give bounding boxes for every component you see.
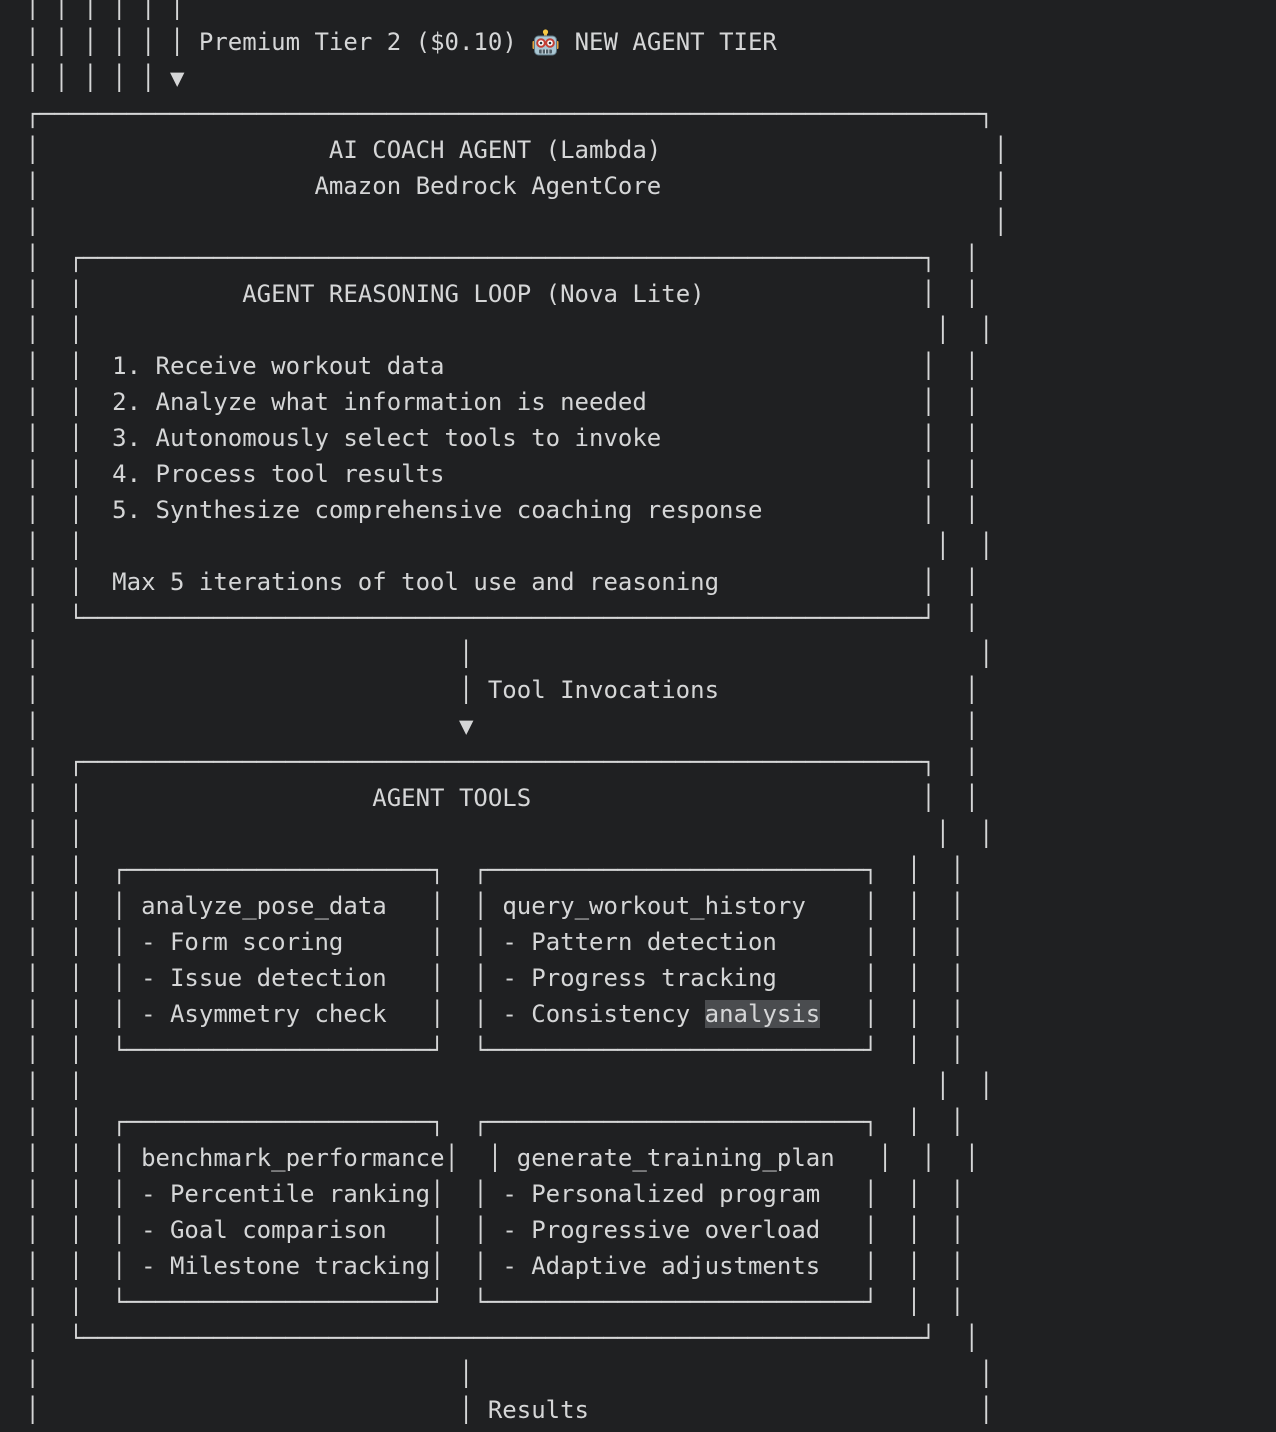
terminal-row: │ └─────────────────────────────────────… — [25, 604, 980, 632]
terminal-row: │ │ │ - Goal comparison │ │ - Progressiv… — [25, 1216, 965, 1244]
tool-name-benchmark-performance: benchmark_performance — [141, 1144, 445, 1172]
terminal-row: │ │ │ — [25, 1360, 994, 1388]
plan-box-top-border: ┌──────────────────────────┐ — [473, 1108, 878, 1136]
history-box-bottom-border: └──────────────────────────┘ — [473, 1036, 878, 1064]
terminal-row: │ │ AGENT TOOLS │ │ — [25, 784, 980, 812]
tool-feature: - Asymmetry check — [141, 1000, 387, 1028]
terminal-row: │ │ — [25, 208, 1009, 236]
reasoning-loop-title: AGENT REASONING LOOP (Nova Lite) — [242, 280, 705, 308]
iterations-note: Max 5 iterations of tool use and reasoni… — [112, 568, 720, 596]
reasoning-step-4: 4. Process tool results — [112, 460, 445, 488]
tool-invocations-label: Tool Invocations — [487, 676, 720, 704]
terminal-output: │ │ │ │ │ │ │ │ │ │ │ │ Premium Tier 2 (… — [11, 0, 1008, 1428]
terminal-row: │ AI COACH AGENT (Lambda) │ — [25, 136, 1009, 164]
agent-box-top-border: ┌───────────────────────────────────────… — [25, 100, 994, 128]
terminal-row: │ │ │ │ — [25, 1072, 994, 1100]
terminal-row: │ │ 2. Analyze what information is neede… — [25, 388, 980, 416]
terminal-row: │ │ │ — [25, 640, 994, 668]
premium-tier-label: Premium Tier 2 ($0.10) — [198, 28, 517, 56]
agent-tools-top-border: ┌───────────────────────────────────────… — [68, 748, 936, 776]
terminal-row: │ │ │ - Milestone tracking│ │ - Adaptive… — [25, 1252, 965, 1280]
benchmark-box-bottom-border: └─────────────────────┘ — [112, 1288, 445, 1316]
terminal-row: │ │ ┌─────────────────────┐ ┌───────────… — [25, 856, 965, 884]
tool-feature: - Progress tracking — [502, 964, 777, 992]
terminal-row: │ │ 3. Autonomously select tools to invo… — [25, 424, 980, 452]
tool-name-generate-training-plan: generate_training_plan — [516, 1144, 835, 1172]
terminal-row: │ │ Tool Invocations │ — [25, 676, 980, 704]
terminal-row: │ │ │ - Issue detection │ │ - Progress t… — [25, 964, 965, 992]
terminal-row: │ │ │ │ — [25, 820, 994, 848]
agent-tools-bottom-border: └───────────────────────────────────────… — [68, 1324, 936, 1352]
flow-arrow-down-icon: ▼ — [169, 64, 185, 92]
pose-box-bottom-border: └─────────────────────┘ — [112, 1036, 445, 1064]
tool-feature: - Milestone tracking — [141, 1252, 431, 1280]
tool-name-analyze-pose-data: analyze_pose_data — [141, 892, 387, 920]
terminal-row: │ │ 1. Receive workout data │ │ — [25, 352, 980, 380]
agent-box-subtitle: Amazon Bedrock AgentCore — [314, 172, 662, 200]
reasoning-box-top-border: ┌───────────────────────────────────────… — [68, 244, 936, 272]
pose-box-top-border: ┌─────────────────────┐ — [112, 856, 445, 884]
terminal-row: │ │ Results │ — [25, 1396, 994, 1424]
terminal-row: │ │ │ benchmark_performance│ │ generate_… — [25, 1144, 980, 1172]
plan-box-bottom-border: └──────────────────────────┘ — [473, 1288, 878, 1316]
terminal-row: │ ┌─────────────────────────────────────… — [25, 244, 980, 272]
terminal-row: │ │ │ - Asymmetry check │ │ - Consistenc… — [25, 1000, 965, 1028]
terminal-row: │ │ │ - Form scoring │ │ - Pattern detec… — [25, 928, 965, 956]
reasoning-step-2: 2. Analyze what information is needed — [112, 388, 647, 416]
agent-tools-title: AGENT TOOLS — [372, 784, 532, 812]
terminal-row: │ │ ┌─────────────────────┐ ┌───────────… — [25, 1108, 965, 1136]
tool-feature: - Consistency — [502, 1000, 705, 1028]
tool-feature: - Goal comparison — [141, 1216, 387, 1244]
reasoning-step-3: 3. Autonomously select tools to invoke — [112, 424, 662, 452]
terminal-row: ┌───────────────────────────────────────… — [11, 96, 1008, 132]
tool-feature: - Progressive overload — [502, 1216, 821, 1244]
terminal-row: │ │ │ - Percentile ranking│ │ - Personal… — [25, 1180, 965, 1208]
terminal-row: │ │ │ │ — [25, 316, 994, 344]
tool-feature: - Form scoring — [141, 928, 344, 956]
terminal-row: │ ┌─────────────────────────────────────… — [25, 748, 980, 776]
results-label: Results — [487, 1396, 589, 1424]
tool-feature: - Percentile ranking — [141, 1180, 431, 1208]
terminal-row: │ ▼ │ — [11, 708, 1008, 744]
new-agent-tier-label: NEW AGENT TIER — [574, 28, 777, 56]
terminal-row: │ │ Max 5 iterations of tool use and rea… — [25, 568, 980, 596]
reasoning-step-1: 1. Receive workout data — [112, 352, 445, 380]
tool-feature: - Adaptive adjustments — [502, 1252, 821, 1280]
terminal-row: │ │ 4. Process tool results │ │ — [25, 460, 980, 488]
highlighted-text: analysis — [704, 1000, 821, 1028]
terminal-row: │ │ └─────────────────────┘ └───────────… — [25, 1288, 965, 1316]
reasoning-box-bottom-border: └───────────────────────────────────────… — [68, 604, 936, 632]
terminal-row: │ │ AGENT REASONING LOOP (Nova Lite) │ │ — [25, 280, 980, 308]
agent-box-title: AI COACH AGENT (Lambda) — [328, 136, 662, 164]
terminal-row: │ │ │ │ │ │ Premium Tier 2 ($0.10) NEW A… — [11, 24, 1008, 60]
terminal-row: │ │ 5. Synthesize comprehensive coaching… — [25, 496, 980, 524]
tool-feature: - Issue detection — [141, 964, 387, 992]
robot-icon — [531, 24, 560, 60]
terminal-row: │ │ └─────────────────────┘ └───────────… — [25, 1036, 965, 1064]
terminal-row: │ │ │ analyze_pose_data │ │ query_workou… — [25, 892, 965, 920]
tool-feature: - Pattern detection — [502, 928, 777, 956]
terminal-row: │ │ │ │ │ ▼ — [11, 60, 1008, 96]
tool-feature: - Personalized program — [502, 1180, 821, 1208]
terminal-row: │ │ │ │ │ │ — [25, 0, 185, 20]
tool-name-query-workout-history: query_workout_history — [502, 892, 806, 920]
benchmark-box-top-border: ┌─────────────────────┐ — [112, 1108, 445, 1136]
terminal-row: │ └─────────────────────────────────────… — [25, 1324, 980, 1352]
flow-arrow-down-icon: ▼ — [458, 712, 474, 740]
terminal-row: │ │ │ │ — [25, 532, 994, 560]
reasoning-step-5: 5. Synthesize comprehensive coaching res… — [112, 496, 763, 524]
history-box-top-border: ┌──────────────────────────┐ — [473, 856, 878, 884]
terminal-row: │ Amazon Bedrock AgentCore │ — [25, 172, 1009, 200]
